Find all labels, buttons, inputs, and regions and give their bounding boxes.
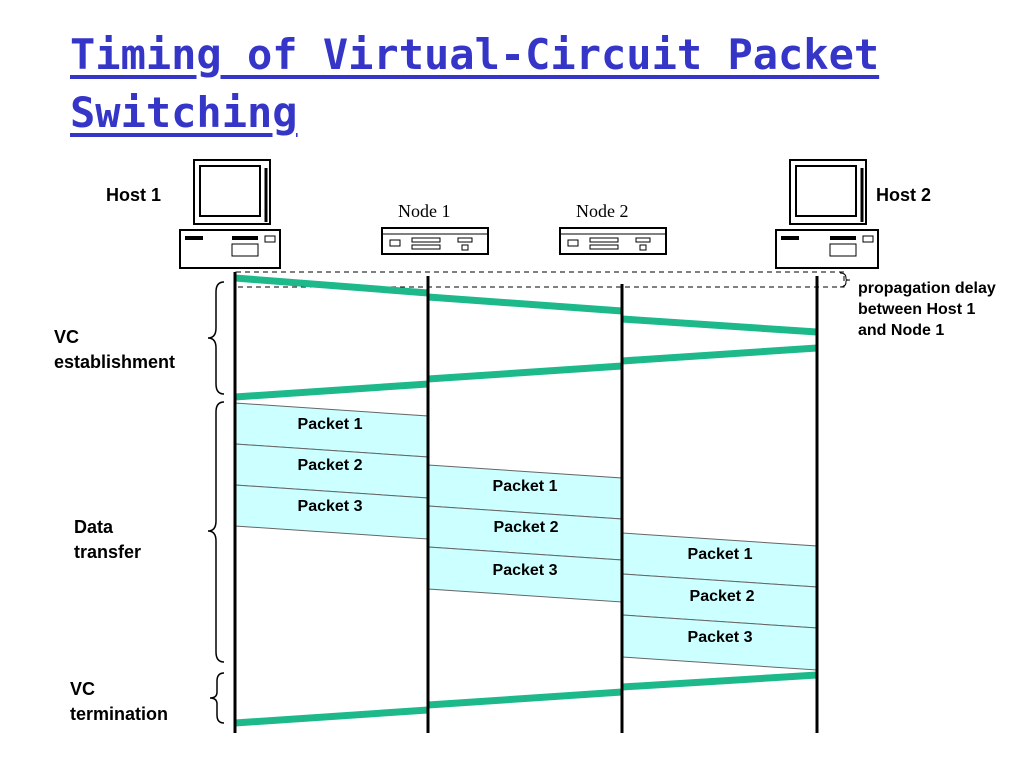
node2-label: Node 2	[576, 201, 629, 221]
label-data-transfer: Data transfer	[74, 515, 141, 565]
title-line-1: Timing of Virtual-Circuit Packet	[70, 30, 880, 79]
terminate-node2-node1	[427, 688, 623, 709]
packets-node2-host2	[621, 532, 818, 671]
setup-request-node1-node2	[427, 293, 623, 315]
vc-termination-signals	[234, 671, 818, 727]
packet-label: Packet 2	[689, 588, 755, 605]
brace-vc-establishment	[207, 281, 225, 395]
label-vc-termination: VC termination	[70, 677, 168, 727]
label-data-transfer-line2: transfer	[74, 542, 142, 562]
node1-label: Node 1	[398, 201, 451, 221]
brace-data-transfer	[207, 401, 225, 663]
packets-node1-node2	[427, 464, 623, 603]
packet-label: Packet 1	[492, 478, 558, 495]
note-line-1: propagation delay	[858, 280, 996, 297]
terminate-node1-host1	[234, 706, 429, 727]
packet-label: Packet 3	[297, 498, 363, 515]
host2-computer-icon	[775, 159, 879, 269]
node1-router-icon	[381, 227, 489, 255]
setup-request-host1-node1	[234, 274, 429, 297]
vc-establishment-signals	[234, 274, 818, 401]
label-vc-establishment: VC establishment	[54, 325, 175, 375]
note-line-3: and Node 1	[858, 322, 945, 339]
setup-accept-host2-node2	[621, 344, 818, 365]
host2-label: Host 2	[876, 185, 932, 205]
propagation-delay-box	[235, 271, 845, 288]
label-vc-termination-line1: VC	[70, 679, 96, 699]
host1-computer-icon	[179, 159, 281, 269]
packet-label: Packet 1	[687, 546, 753, 563]
label-vc-establishment-line2: establishment	[54, 352, 176, 372]
packet-label: Packet 2	[297, 457, 363, 474]
packet-label: Packet 3	[492, 562, 558, 579]
label-vc-termination-line2: termination	[70, 704, 169, 724]
packets-host1-node1	[234, 402, 429, 540]
node2-router-icon	[559, 227, 667, 255]
label-vc-establishment-line1: VC	[54, 327, 80, 347]
label-data-transfer-line1: Data	[74, 517, 114, 537]
setup-accept-node1-host1	[234, 380, 429, 401]
brace-vc-termination	[209, 672, 225, 724]
propagation-delay-note: propagation delay between Host 1 and Nod…	[858, 278, 996, 341]
packet-label: Packet 3	[687, 629, 753, 646]
setup-request-node2-host2	[621, 315, 818, 336]
propagation-delay-brace	[839, 272, 851, 288]
note-line-2: between Host 1	[858, 301, 976, 318]
title-line-2: Switching	[70, 88, 298, 137]
page-title: Timing of Virtual-Circuit Packet Switchi…	[70, 26, 970, 142]
timelines	[233, 272, 819, 733]
packet-label: Packet 2	[493, 519, 559, 536]
setup-accept-node2-node1	[427, 362, 623, 383]
terminate-host2-node2	[621, 671, 818, 691]
host1-label: Host 1	[106, 185, 162, 205]
packet-label: Packet 1	[297, 416, 363, 433]
